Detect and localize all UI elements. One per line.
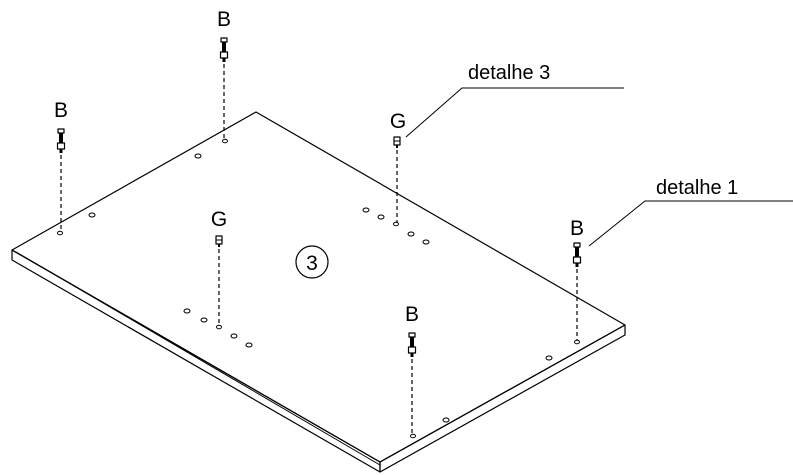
panel-top-face [11,111,626,463]
panel-board [11,111,626,473]
panel-right-edge [379,324,626,473]
bolt-icon [219,37,229,62]
callout-detail-3: detalhe 3 [405,62,624,138]
panel-left-edge [11,249,381,473]
hole [410,433,416,439]
fastener-dowel: G [211,208,227,325]
panel-number-circle [295,245,329,279]
hole [442,417,450,423]
panel-number: 3 [306,252,318,275]
fastener-letter: B [217,8,231,31]
dowel-icon [215,235,223,247]
fastener-letter: B [54,99,68,122]
fastener-bolt: B [54,99,68,232]
callout-label: detalhe 3 [468,62,550,84]
hole [377,214,385,220]
hole [222,138,228,144]
hole [230,333,238,339]
fastener-dowel: G [390,110,406,223]
fastener-bolt: B [217,8,231,140]
hole [183,308,191,314]
callout-label: detalhe 1 [656,177,738,199]
hole [393,221,399,227]
hole [407,231,415,237]
hole [245,342,253,348]
fastener-bolt: B [570,217,584,340]
hole [574,339,580,345]
bolt-icon [56,128,66,153]
fastener-letter: B [570,217,584,240]
hole [194,153,202,159]
callout-leader [588,200,793,247]
panel-edge-line [15,251,381,466]
hole [88,212,96,218]
fastener-bolt: B [405,303,419,434]
bolt-icon [407,332,417,357]
callout-detail-1: detalhe 1 [588,177,793,247]
hole [57,230,63,236]
fastener-letter: G [390,110,406,133]
hole [200,317,208,323]
dowel-icon [393,136,401,148]
hole [422,239,430,245]
bolt-icon [572,242,582,267]
hole [216,324,222,330]
hole [545,355,553,361]
callout-leader [405,87,624,138]
panel-number-badge: 3 [295,245,329,279]
fastener-letter: B [405,303,419,326]
drill-holes [57,138,580,439]
hole [362,207,370,213]
fastener-letter: G [211,208,227,231]
